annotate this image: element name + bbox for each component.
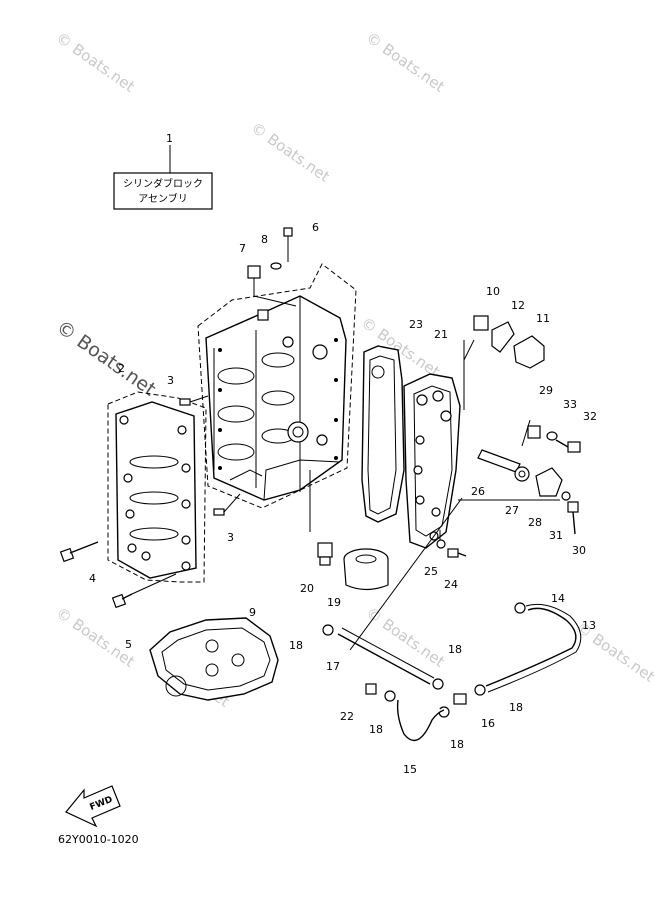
part-label-18d: 18 [369, 723, 383, 736]
watermark: © Boats.net [53, 29, 138, 96]
cylinder-block-drawing [197, 263, 357, 509]
part-label-22: 22 [340, 710, 354, 723]
watermark: © Boats.net [248, 119, 333, 186]
part-label-27: 27 [505, 504, 519, 517]
note-line-1: シリンダブロック [123, 177, 203, 190]
part-label-1: 1 [166, 132, 173, 145]
small-parts [59, 227, 582, 742]
part-label-3b: 3 [227, 531, 234, 544]
part-label-18e: 18 [450, 738, 464, 751]
part-label-33: 33 [563, 398, 577, 411]
part-label-7: 7 [239, 242, 246, 255]
part-label-9: 9 [249, 606, 256, 619]
part-label-31: 31 [549, 529, 563, 542]
diagram-code: 62Y0010-1020 [58, 833, 139, 846]
part-label-16: 16 [481, 717, 495, 730]
watermark: © Boats.net [52, 316, 160, 401]
part-label-2: 2 [118, 362, 125, 375]
part-label-3a: 3 [167, 374, 174, 387]
part-label-6: 6 [312, 221, 319, 234]
note-box: シリンダブロック アセンブリ [113, 145, 213, 210]
watermark: © Boats.net [363, 29, 448, 96]
part-label-15: 15 [403, 763, 417, 776]
part-label-28: 28 [528, 516, 542, 529]
part-label-20: 20 [300, 582, 314, 595]
fwd-arrow: FWD [65, 785, 121, 828]
part-label-30: 30 [572, 544, 586, 557]
watermarks: © Boats.net © Boats.net © Boats.net © Bo… [52, 29, 658, 711]
part-label-4: 4 [89, 572, 96, 585]
part-label-5: 5 [125, 638, 132, 651]
part-label-26: 26 [471, 485, 485, 498]
part-label-10: 10 [486, 285, 500, 298]
part-label-18a: 18 [289, 639, 303, 652]
part-label-23: 23 [409, 318, 423, 331]
part-label-12: 12 [511, 299, 525, 312]
exhaust-cover-drawing [403, 373, 461, 549]
part-label-8: 8 [261, 233, 268, 246]
part-label-19: 19 [327, 596, 341, 609]
part-label-29: 29 [539, 384, 553, 397]
part-labels: 1 2 3 3 4 5 6 7 8 9 10 11 12 13 14 15 16… [89, 132, 597, 776]
part-label-32: 32 [583, 410, 597, 423]
part-label-13: 13 [582, 619, 596, 632]
part-label-18b: 18 [448, 643, 462, 656]
watermark: © Boats.net [363, 604, 448, 671]
part-label-17: 17 [326, 660, 340, 673]
gasket-23-drawing [361, 345, 405, 523]
part-label-11: 11 [536, 312, 550, 325]
part-label-25: 25 [424, 565, 438, 578]
gasket-drawing [149, 617, 279, 701]
note-line-2: アセンブリ [138, 192, 188, 205]
part-label-14: 14 [551, 592, 565, 605]
part-label-24: 24 [444, 578, 458, 591]
part-label-21: 21 [434, 328, 448, 341]
part-label-18c: 18 [509, 701, 523, 714]
cylinder-head-drawing [107, 391, 207, 583]
